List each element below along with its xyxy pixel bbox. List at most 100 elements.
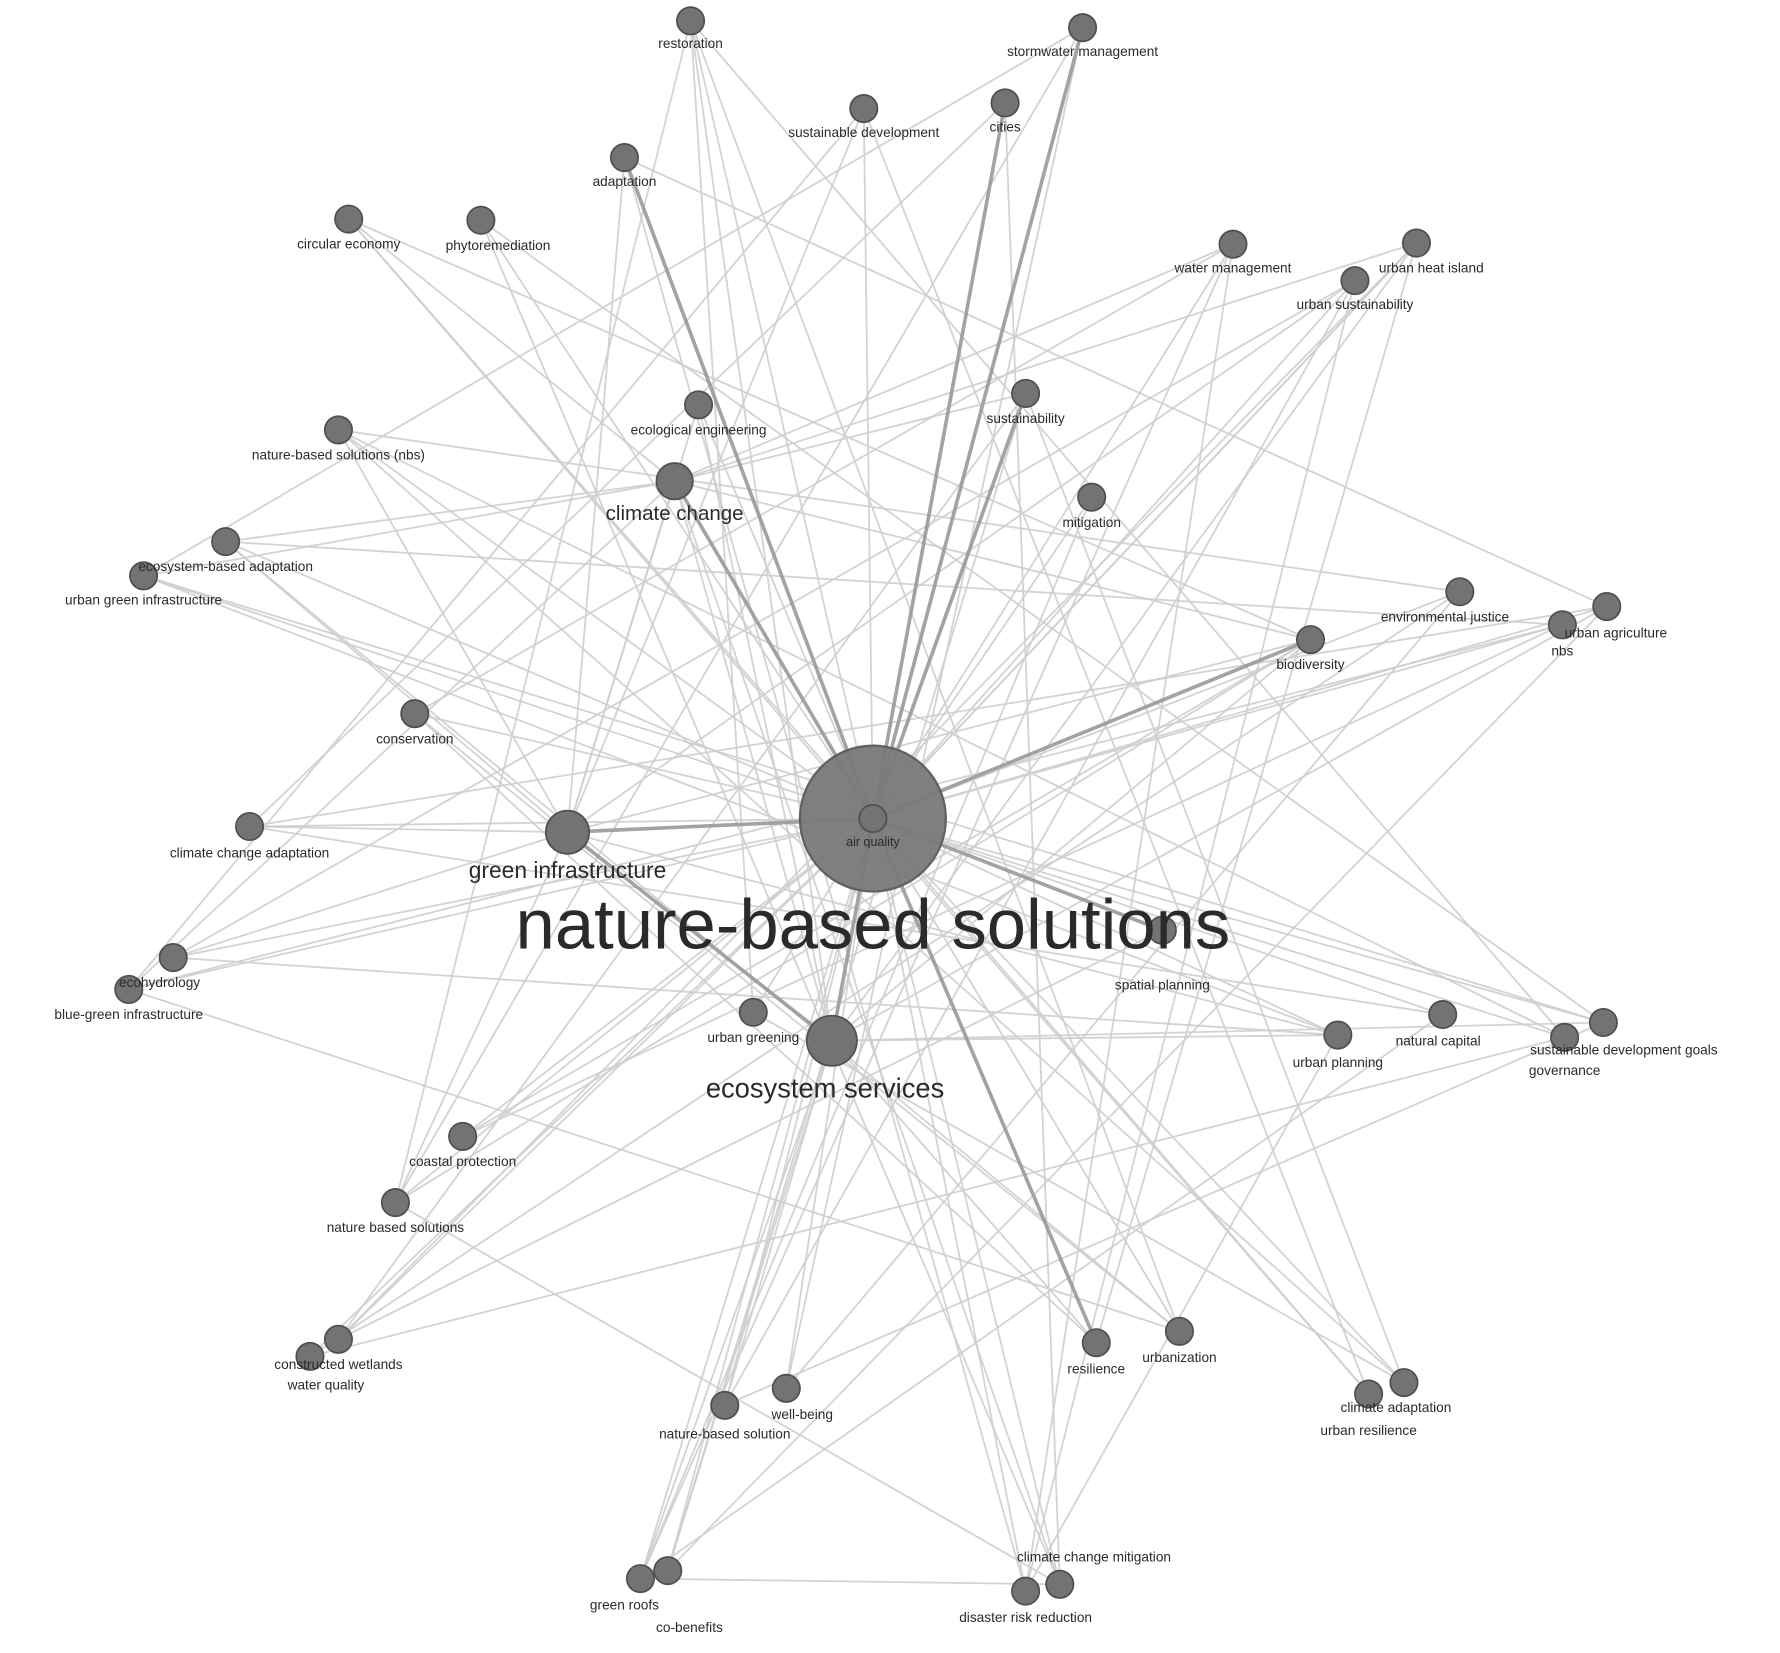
node-climate-change-adaptation[interactable] (235, 811, 265, 842)
node-adaptation[interactable] (609, 143, 640, 173)
node-co-benefits[interactable] (653, 1556, 683, 1586)
node-circle[interactable] (710, 1390, 740, 1420)
node-sustainable-development-goals[interactable] (1588, 1007, 1618, 1038)
node-sustainable-development[interactable] (849, 94, 879, 124)
node-disaster-risk-reduction[interactable] (1011, 1576, 1041, 1606)
node-circle[interactable] (1081, 1328, 1111, 1358)
node-circle[interactable] (849, 94, 879, 124)
edge-stormwater-management-to-nature-based-solutions (394, 27, 1084, 1204)
node-urban-greening[interactable] (738, 997, 768, 1027)
node-climate-change-mitigation[interactable] (1045, 1569, 1075, 1599)
node-urban-agriculture[interactable] (1592, 592, 1622, 622)
node-circle[interactable] (380, 1188, 410, 1218)
node-ecological-engineering[interactable] (684, 390, 714, 420)
node-urbanization[interactable] (1164, 1316, 1194, 1346)
node-circle[interactable] (1147, 915, 1177, 945)
node-restoration[interactable] (676, 6, 706, 36)
node-circle[interactable] (1045, 1569, 1075, 1599)
node-climate-change[interactable] (655, 462, 694, 501)
node-circle[interactable] (211, 527, 241, 557)
node-label-urban-sustainability: urban sustainability (1296, 297, 1413, 312)
node-circle[interactable] (466, 205, 496, 235)
node-urban-green-infrastructure[interactable] (129, 561, 159, 591)
node-circle[interactable] (1218, 229, 1248, 259)
node-circle[interactable] (625, 1564, 655, 1594)
node-circle[interactable] (323, 1324, 353, 1354)
node-circle[interactable] (738, 997, 768, 1027)
node-circle[interactable] (653, 1556, 683, 1586)
node-ecosystem-services[interactable] (805, 1014, 858, 1067)
node-circle[interactable] (771, 1373, 801, 1403)
node-ecohydrology[interactable] (158, 943, 188, 973)
node-circle[interactable] (1164, 1316, 1194, 1346)
node-circle[interactable] (129, 561, 159, 591)
node-circle[interactable] (448, 1121, 478, 1151)
node-circle[interactable] (1547, 610, 1577, 640)
node-cities[interactable] (990, 88, 1020, 118)
node-circle[interactable] (655, 462, 694, 501)
node-urban-resilience[interactable] (1354, 1379, 1384, 1409)
node-circle[interactable] (1550, 1022, 1580, 1052)
node-circle[interactable] (609, 143, 640, 173)
node-sustainability[interactable] (1011, 378, 1041, 408)
node-climate-adaptation[interactable] (1389, 1368, 1419, 1398)
node-green-roofs[interactable] (625, 1564, 655, 1594)
node-circle[interactable] (1428, 999, 1458, 1030)
node-label-well-being: well-being (771, 1407, 834, 1422)
node-circle[interactable] (1401, 228, 1432, 258)
node-circle[interactable] (1445, 577, 1475, 607)
node-circle[interactable] (1068, 13, 1098, 43)
node-nature-based-solutions[interactable] (380, 1188, 410, 1218)
node-circle[interactable] (805, 1014, 858, 1067)
node-circle[interactable] (684, 390, 714, 420)
node-circle[interactable] (1354, 1379, 1384, 1409)
node-air-quality[interactable] (858, 803, 888, 834)
node-urban-sustainability[interactable] (1340, 266, 1370, 296)
node-blue-green-infrastructure[interactable] (114, 974, 144, 1004)
node-circle[interactable] (400, 699, 430, 729)
edge-water-management-to-green-roofs (639, 243, 1234, 1579)
node-nbs[interactable] (1547, 610, 1577, 640)
node-governance[interactable] (1550, 1022, 1580, 1052)
node-stormwater-management[interactable] (1068, 13, 1098, 43)
node-urban-planning[interactable] (1323, 1020, 1353, 1050)
node-circle[interactable] (1389, 1368, 1419, 1398)
node-circle[interactable] (676, 6, 706, 36)
node-nature-based-solution[interactable] (710, 1390, 740, 1420)
node-circle[interactable] (1011, 378, 1041, 408)
node-well-being[interactable] (771, 1373, 801, 1403)
node-natural-capital[interactable] (1428, 999, 1458, 1030)
node-urban-heat-island[interactable] (1401, 228, 1432, 258)
node-environmental-justice[interactable] (1445, 577, 1475, 607)
node-ecosystem-based-adaptation[interactable] (211, 527, 241, 557)
node-resilience[interactable] (1081, 1328, 1111, 1358)
node-constructed-wetlands[interactable] (323, 1324, 353, 1354)
node-circle[interactable] (1323, 1020, 1353, 1050)
node-circle[interactable] (323, 415, 353, 445)
node-circle[interactable] (1295, 625, 1326, 655)
node-circle[interactable] (544, 809, 591, 855)
node-circular-economy[interactable] (334, 204, 364, 234)
node-water-management[interactable] (1218, 229, 1248, 259)
node-water-quality[interactable] (295, 1341, 325, 1371)
node-circle[interactable] (858, 803, 888, 834)
node-circle[interactable] (1011, 1576, 1041, 1606)
node-circle[interactable] (334, 204, 364, 234)
node-phytoremediation[interactable] (466, 205, 496, 235)
node-circle[interactable] (235, 811, 265, 842)
node-coastal-protection[interactable] (448, 1121, 478, 1151)
node-circle[interactable] (158, 943, 188, 973)
node-biodiversity[interactable] (1295, 625, 1326, 655)
node-green-infrastructure[interactable] (544, 809, 591, 855)
node-circle[interactable] (1340, 266, 1370, 296)
node-spatial-planning[interactable] (1147, 915, 1177, 945)
node-nature-based-solutions-nbs[interactable] (323, 415, 353, 445)
node-mitigation[interactable] (1077, 482, 1107, 512)
node-circle[interactable] (1588, 1007, 1618, 1038)
node-circle[interactable] (990, 88, 1020, 118)
node-circle[interactable] (295, 1341, 325, 1371)
node-circle[interactable] (114, 974, 144, 1004)
node-circle[interactable] (1592, 592, 1622, 622)
node-circle[interactable] (1077, 482, 1107, 512)
node-conservation[interactable] (400, 699, 430, 729)
